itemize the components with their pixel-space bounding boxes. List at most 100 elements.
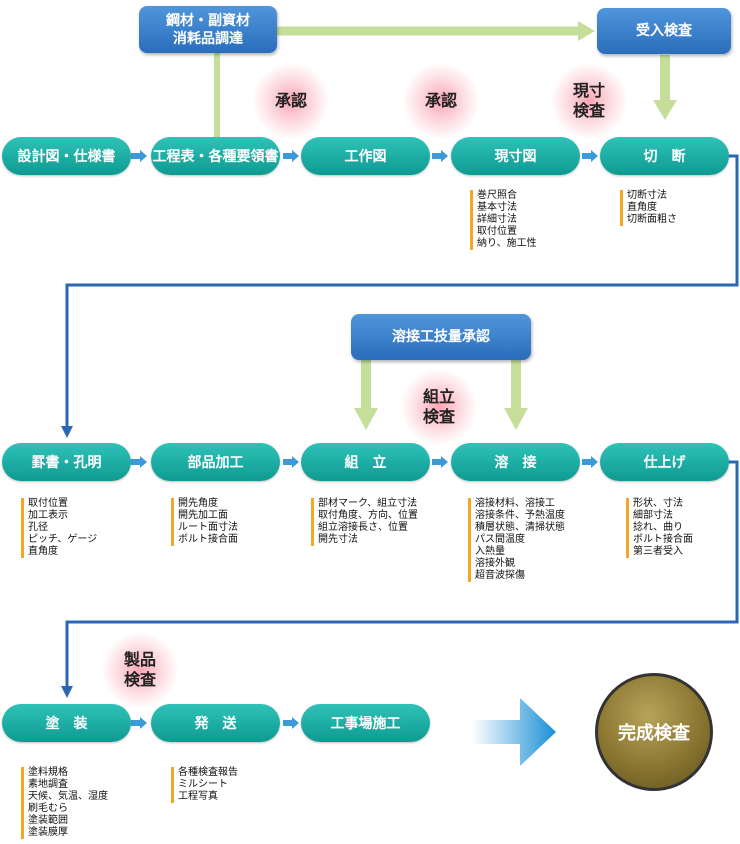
note-item: 納り、施工性 xyxy=(477,238,537,249)
step-marking-drilling: 罫書・孔明 xyxy=(2,443,131,481)
notes-welding: 溶接材料、溶接工 溶接条件、予熱温度 積層状態、清掃状態 パス間温度 入熱量 溶… xyxy=(468,498,565,582)
step-finishing: 仕上げ xyxy=(600,443,729,481)
note-item: 直角度 xyxy=(627,202,657,213)
notes-cutting: 切断寸法 直角度 切断面粗さ xyxy=(620,190,677,226)
note-item: 取付位置 xyxy=(28,498,68,509)
note-item: 孔径 xyxy=(28,522,48,533)
note-item: 第三者受入 xyxy=(633,546,683,557)
note-item: 超音波探傷 xyxy=(475,570,525,581)
product-badge-line-2: 検査 xyxy=(123,670,156,689)
note-item: パス間温度 xyxy=(475,534,525,545)
note-item: 開先加工面 xyxy=(178,510,228,521)
notes-assembly: 部材マーク、組立寸法 取付角度、方向、位置 組立溶接長さ、位置 開先寸法 xyxy=(311,498,418,546)
assembly-inspection-badge: 組立 検査 xyxy=(401,369,477,445)
step-arrow-icon xyxy=(131,717,147,729)
genzun-inspection-badge: 現寸 検査 xyxy=(551,63,627,139)
note-item: 塗装範囲 xyxy=(28,815,68,826)
notes-painting: 塗料規格 素地調査 天候、気温、湿度 刷毛むら 塗装範囲 塗装膜厚 xyxy=(21,767,108,839)
note-item: 細部寸法 xyxy=(633,510,673,521)
welder-approval-label: 溶接工技量承認 xyxy=(392,329,490,345)
notes-parts-processing: 開先角度 開先加工面 ルート面寸法 ボルト接合面 xyxy=(171,498,238,546)
note-item: 工程写真 xyxy=(178,791,218,802)
procurement-line-2: 消耗品調達 xyxy=(173,30,243,47)
genzun-badge-line-2: 検査 xyxy=(572,101,605,120)
route-row2-to-row3 xyxy=(65,460,739,688)
step-arrow-icon xyxy=(131,456,147,468)
step-cutting: 切 断 xyxy=(600,137,729,175)
step-schedule-procedures: 工程表・各種要領書 xyxy=(151,137,280,175)
step-arrow-icon xyxy=(283,456,299,468)
note-item: 各種検査報告 xyxy=(178,767,238,778)
arrowhead-row2 xyxy=(61,426,73,438)
note-item: 塗料規格 xyxy=(28,767,68,778)
final-inspection-label: 完成検査 xyxy=(618,723,690,744)
notes-finishing: 形状、寸法 細部寸法 捻れ、曲り ボルト接合面 第三者受入 xyxy=(626,498,693,558)
final-inspection-circle: 完成検査 xyxy=(595,673,713,791)
note-item: 溶接条件、予熱温度 xyxy=(475,510,565,521)
note-item: 部材マーク、組立寸法 xyxy=(318,498,418,509)
note-item: 素地調査 xyxy=(28,779,68,790)
note-item: ピッチ、ゲージ xyxy=(28,534,98,545)
arrowhead-assembly xyxy=(354,408,378,430)
product-inspection-badge: 製品 検査 xyxy=(102,632,178,708)
note-item: 詳細寸法 xyxy=(477,214,517,225)
note-item: 捻れ、曲り xyxy=(633,522,684,533)
note-item: 天候、気温、湿度 xyxy=(28,791,108,802)
note-item: 切断面粗さ xyxy=(627,214,677,225)
note-item: ボルト接合面 xyxy=(633,534,693,545)
note-item: 入熱量 xyxy=(475,546,505,557)
approval-badge-1-text: 承認 xyxy=(274,91,307,110)
step-shipping: 発 送 xyxy=(151,704,280,742)
step-shop-drawing: 工作図 xyxy=(301,137,430,175)
genzun-badge-line-1: 現寸 xyxy=(572,81,605,100)
note-item: 形状、寸法 xyxy=(633,498,683,509)
step-site-construction: 工事場施工 xyxy=(301,704,430,742)
approval-badge-1: 承認 xyxy=(253,63,329,139)
step-full-scale-drawing: 現寸図 xyxy=(451,137,580,175)
arrowhead-cutting xyxy=(653,100,677,120)
procurement-box: 鋼材・副資材 消耗品調達 xyxy=(139,6,277,53)
note-item: ボルト接合面 xyxy=(178,534,238,545)
step-arrow-icon xyxy=(582,456,598,468)
assembly-badge-line-2: 検査 xyxy=(422,407,455,426)
arrowhead-row3 xyxy=(61,686,73,698)
welder-approval-box: 溶接工技量承認 xyxy=(351,314,531,360)
procurement-line-1: 鋼材・副資材 xyxy=(166,12,250,29)
arrowhead-receiving xyxy=(578,21,595,41)
note-item: 塗装膜厚 xyxy=(28,827,68,838)
note-item: ミルシート xyxy=(178,779,228,790)
step-parts-processing: 部品加工 xyxy=(151,443,280,481)
note-item: 組立溶接長さ、位置 xyxy=(318,522,408,533)
approval-badge-2: 承認 xyxy=(403,63,479,139)
note-item: 切断寸法 xyxy=(627,190,667,201)
note-item: 取付角度、方向、位置 xyxy=(318,510,418,521)
note-item: 取付位置 xyxy=(477,226,517,237)
step-arrow-icon xyxy=(582,150,598,162)
step-arrow-icon xyxy=(283,717,299,729)
note-item: 巻尺照合 xyxy=(477,190,517,201)
note-item: 刷毛むら xyxy=(28,803,68,814)
notes-shipping: 各種検査報告 ミルシート 工程写真 xyxy=(171,767,238,803)
notes-full-scale-drawing: 巻尺照合 基本寸法 詳細寸法 取付位置 納り、施工性 xyxy=(470,190,537,250)
assembly-badge-line-1: 組立 xyxy=(422,387,455,406)
step-design-docs: 設計図・仕様書 xyxy=(2,137,131,175)
step-arrow-icon xyxy=(432,456,448,468)
arrowhead-welding xyxy=(504,408,528,430)
step-arrow-icon xyxy=(131,150,147,162)
route-row1-to-row2 xyxy=(65,154,739,428)
step-welding: 溶 接 xyxy=(451,443,580,481)
arrow-to-final-icon xyxy=(472,698,556,766)
note-item: 基本寸法 xyxy=(477,202,517,213)
product-badge-line-1: 製品 xyxy=(123,650,156,669)
note-item: 加工表示 xyxy=(28,510,68,521)
step-arrow-icon xyxy=(432,150,448,162)
receiving-inspection-label: 受入検査 xyxy=(636,23,692,39)
step-arrow-icon xyxy=(283,150,299,162)
note-item: 溶接外観 xyxy=(475,558,515,569)
note-item: ルート面寸法 xyxy=(178,522,238,533)
note-item: 溶接材料、溶接工 xyxy=(475,498,555,509)
step-painting: 塗 装 xyxy=(2,704,131,742)
note-item: 開先角度 xyxy=(178,498,218,509)
